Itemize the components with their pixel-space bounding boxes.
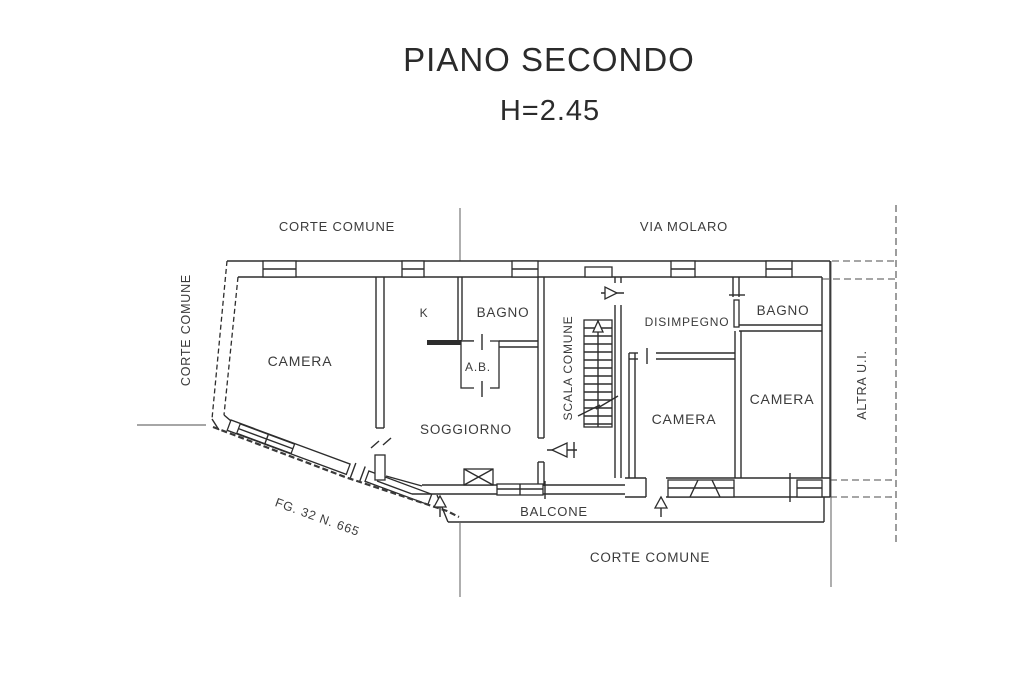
label-corte-comune-left: CORTE COMUNE [179, 274, 193, 386]
door-arrow-icon [432, 494, 448, 517]
window-symbols-top [262, 260, 793, 278]
label-via-molaro: VIA MOLARO [640, 219, 728, 234]
window-symbol [262, 260, 297, 278]
label-corte-comune-top: CORTE COMUNE [279, 219, 395, 234]
label-altra-ui: ALTRA U.I. [855, 350, 869, 420]
dashed-boundary-lines [822, 205, 897, 546]
stair-up-arrow-icon [591, 319, 605, 333]
stairs [577, 319, 619, 428]
interior-walls [370, 277, 822, 495]
label-balcone: BALCONE [520, 504, 588, 519]
room-camera-center: CAMERA [652, 411, 717, 427]
window-symbol [670, 260, 696, 278]
label-scala-comune: SCALA COMUNE [561, 316, 575, 421]
diagonal-wall-strip [226, 419, 433, 506]
reference-lines [137, 208, 832, 597]
window-symbol [511, 260, 539, 278]
page-title: PIANO SECONDO [403, 41, 695, 78]
room-soggiorno: SOGGIORNO [420, 422, 512, 437]
room-camera-right: CAMERA [750, 391, 815, 407]
room-camera-left: CAMERA [268, 353, 333, 369]
x-box-symbol [463, 468, 494, 486]
window-symbol [401, 260, 425, 278]
label-fg-ref: FG. 32 N. 665 [273, 495, 361, 539]
door-arrow-icon [547, 441, 577, 459]
label-corte-comune-bottom: CORTE COMUNE [590, 550, 710, 565]
room-bagno-left: BAGNO [477, 305, 530, 320]
exterior-walls [211, 260, 831, 497]
door-arrow-icon [653, 495, 669, 517]
wall-niche [584, 266, 613, 278]
room-bagno-right: BAGNO [757, 303, 810, 318]
door-arrows [432, 285, 669, 517]
door-arrow-icon [601, 285, 624, 301]
window-symbol [765, 260, 793, 278]
window-symbol [796, 479, 823, 498]
window-symbol [667, 479, 735, 498]
room-antibagno: A.B. [465, 360, 491, 374]
room-disimpegno: DISIMPEGNO [645, 315, 730, 329]
height-note: H=2.45 [500, 95, 600, 127]
balcony-and-bottom-walls [412, 468, 830, 523]
cadastral-boundary-line [212, 425, 460, 518]
room-kitchen: K [420, 306, 429, 320]
window-symbol [496, 483, 544, 496]
